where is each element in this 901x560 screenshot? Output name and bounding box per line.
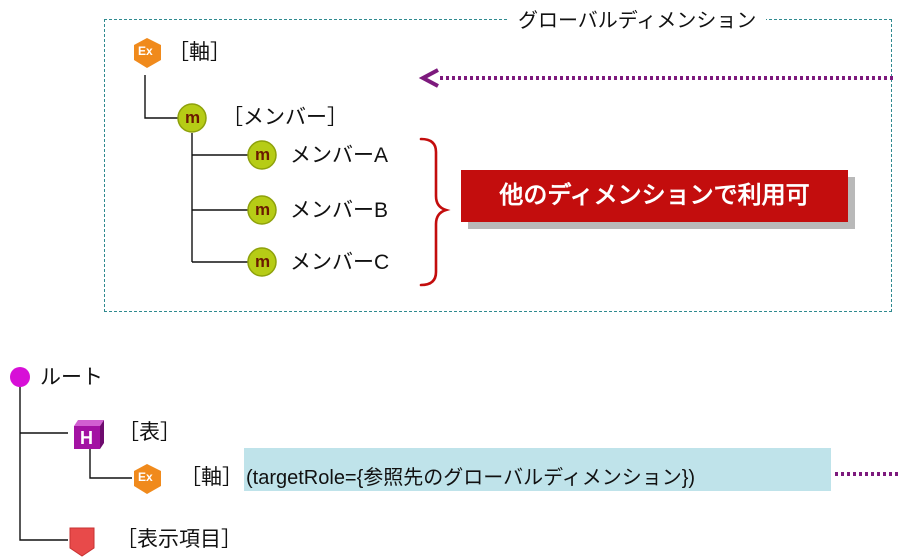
member-badge-text-c: m bbox=[255, 252, 271, 271]
tree-line-table-to-axis bbox=[89, 449, 132, 479]
reference-arrow-head bbox=[418, 68, 439, 88]
ex-badge-text-table: Ex bbox=[138, 470, 153, 484]
members-brace bbox=[419, 137, 451, 287]
member-badge-text-root: m bbox=[185, 108, 201, 127]
ex-badge-icon-table bbox=[134, 464, 161, 494]
tree-line-axis-to-member bbox=[144, 75, 178, 119]
member-badge-text-a: m bbox=[255, 145, 271, 164]
member-b-label: メンバーB bbox=[290, 199, 389, 222]
member-icon-b bbox=[247, 195, 277, 225]
availability-callout: 他のディメンションで利用可 bbox=[461, 170, 848, 222]
member-a-label: メンバーA bbox=[290, 144, 389, 167]
target-role-highlight bbox=[244, 448, 831, 491]
member-badge-text-b: m bbox=[255, 200, 271, 219]
ex-badge-text-global: Ex bbox=[138, 44, 153, 58]
member-root-label: ［メンバー］ bbox=[222, 106, 348, 129]
table-label: ［表］ bbox=[118, 421, 181, 444]
global-dimension-label: グローバルディメンション bbox=[508, 9, 767, 33]
global-dimension-box bbox=[104, 19, 892, 312]
member-icon-root bbox=[177, 103, 207, 133]
root-label: ルート bbox=[40, 366, 103, 389]
global-axis-label: ［軸］ bbox=[168, 41, 231, 64]
member-icon-a bbox=[247, 140, 277, 170]
root-circle-icon bbox=[10, 367, 30, 387]
hypercube-text: H bbox=[80, 428, 93, 448]
hypercube-icon bbox=[74, 420, 104, 449]
target-role-text: (targetRole={参照先のグローバルディメンション}) bbox=[246, 467, 696, 489]
ex-badge-icon-global bbox=[134, 38, 161, 68]
member-c-label: メンバーC bbox=[290, 251, 390, 274]
table-axis-label: ［軸］ bbox=[180, 466, 243, 489]
display-items-label: ［表示項目］ bbox=[116, 528, 242, 551]
tree-line-root-trunk bbox=[19, 386, 68, 541]
display-items-icon bbox=[69, 527, 95, 557]
member-icon-c bbox=[247, 247, 277, 277]
